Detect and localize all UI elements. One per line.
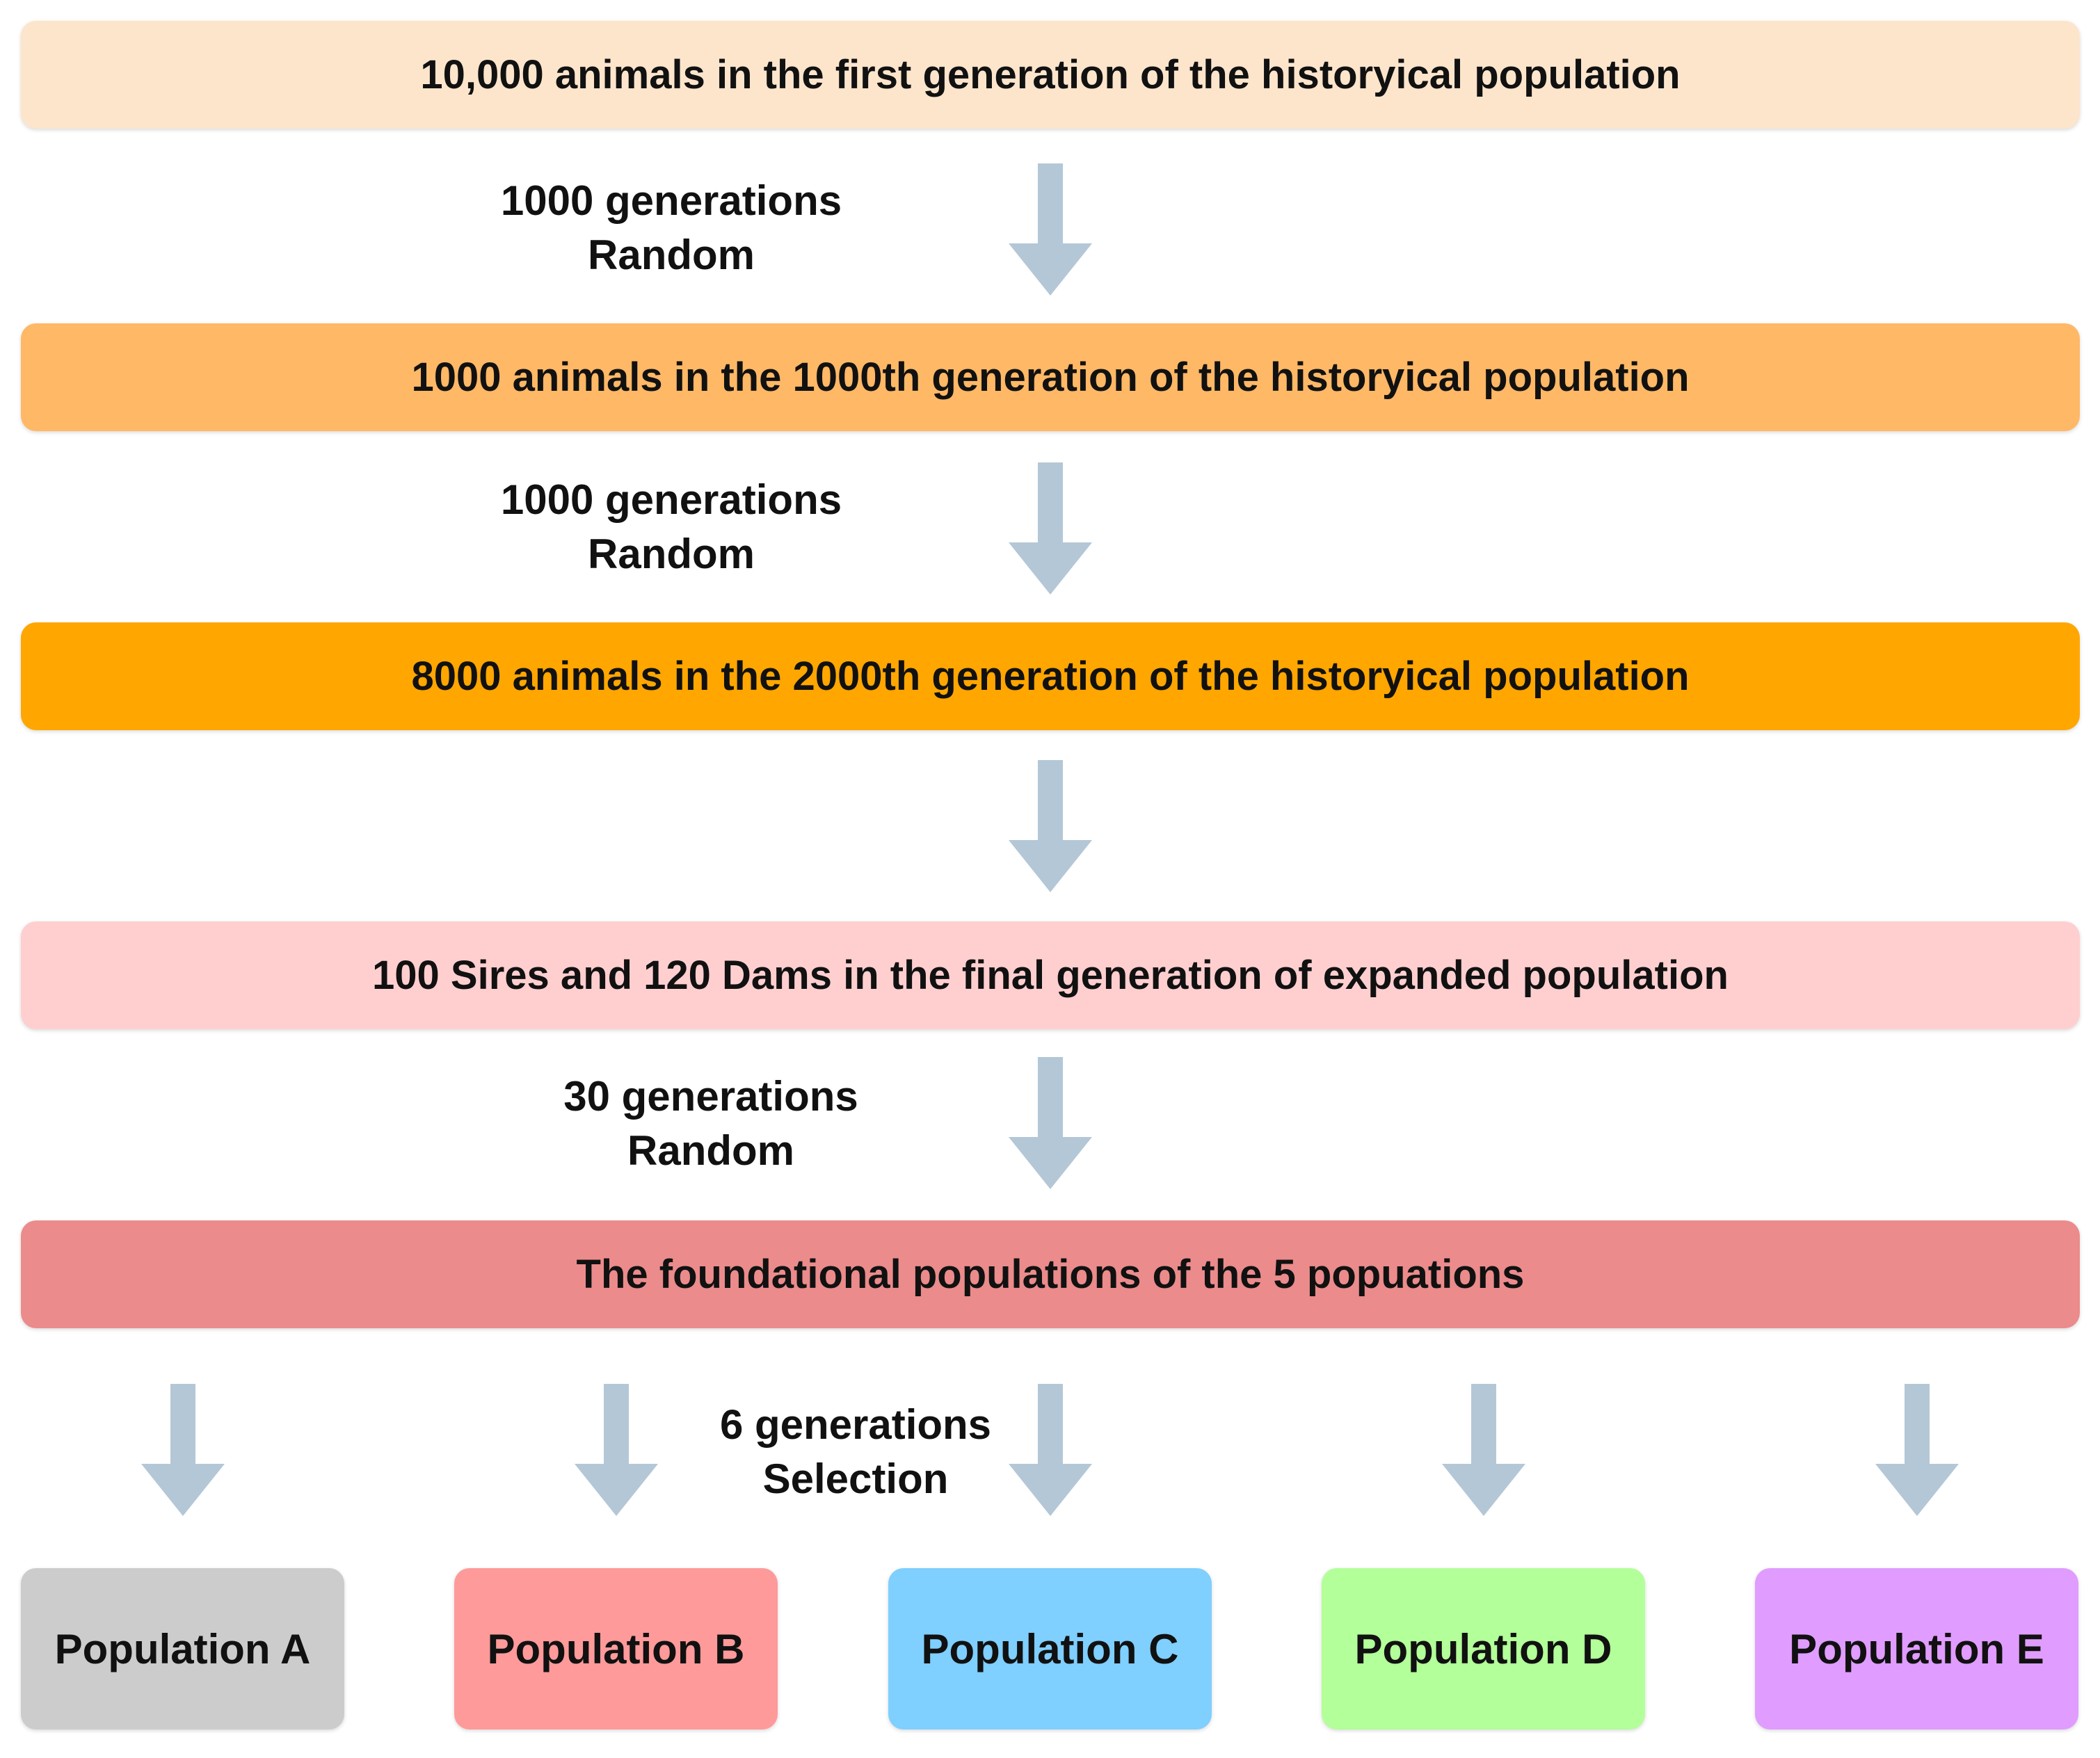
down-arrow-icon bbox=[1875, 1384, 1959, 1516]
population-label-d: Population D bbox=[1354, 1625, 1612, 1672]
transition-note-2: 1000 generations Random bbox=[428, 473, 915, 581]
population-label-b: Population B bbox=[487, 1625, 745, 1672]
stage-box-3: 8000 animals in the 2000th generation of… bbox=[21, 622, 2080, 730]
down-arrow-icon bbox=[1009, 1384, 1092, 1516]
population-label-a: Population A bbox=[54, 1625, 311, 1672]
down-arrow-icon bbox=[141, 1384, 225, 1516]
stage-box-4: 100 Sires and 120 Dams in the final gene… bbox=[21, 921, 2080, 1029]
stage-label-5: The foundational populations of the 5 po… bbox=[576, 1252, 1525, 1297]
transition-generations-4: 6 generations bbox=[719, 1401, 992, 1448]
transition-note-4: 6 generations Selection bbox=[612, 1398, 1099, 1506]
transition-generations-3: 30 generations bbox=[563, 1073, 858, 1120]
down-arrow-icon bbox=[1442, 1384, 1525, 1516]
transition-generations-2: 1000 generations bbox=[500, 476, 842, 523]
population-box-a: Population A bbox=[21, 1568, 344, 1729]
population-label-e: Population E bbox=[1789, 1625, 2044, 1672]
stage-box-1: 10,000 animals in the first generation o… bbox=[21, 21, 2080, 129]
population-box-c: Population C bbox=[888, 1568, 1212, 1729]
stage-label-1: 10,000 animals in the first generation o… bbox=[420, 52, 1681, 97]
transition-note-1: 1000 generations Random bbox=[428, 174, 915, 282]
population-box-d: Population D bbox=[1322, 1568, 1645, 1729]
down-arrow-icon bbox=[1009, 760, 1092, 892]
stage-label-3: 8000 animals in the 2000th generation of… bbox=[411, 654, 1690, 699]
transition-generations-1: 1000 generations bbox=[500, 177, 842, 224]
stage-box-5: The foundational populations of the 5 po… bbox=[21, 1220, 2080, 1328]
down-arrow-icon bbox=[1009, 462, 1092, 595]
transition-mode-2: Random bbox=[588, 531, 755, 577]
transition-note-3: 30 generations Random bbox=[467, 1070, 954, 1178]
stage-box-2: 1000 animals in the 1000th generation of… bbox=[21, 323, 2080, 431]
down-arrow-icon bbox=[575, 1384, 658, 1516]
down-arrow-icon bbox=[1009, 163, 1092, 296]
stage-label-4: 100 Sires and 120 Dams in the final gene… bbox=[372, 953, 1729, 998]
down-arrow-icon bbox=[1009, 1057, 1092, 1189]
population-label-c: Population C bbox=[921, 1625, 1179, 1672]
transition-mode-1: Random bbox=[588, 232, 755, 278]
stage-label-2: 1000 animals in the 1000th generation of… bbox=[411, 355, 1690, 400]
transition-mode-3: Random bbox=[627, 1127, 794, 1174]
population-box-b: Population B bbox=[454, 1568, 778, 1729]
transition-mode-4: Selection bbox=[762, 1455, 949, 1502]
population-box-e: Population E bbox=[1755, 1568, 2078, 1729]
